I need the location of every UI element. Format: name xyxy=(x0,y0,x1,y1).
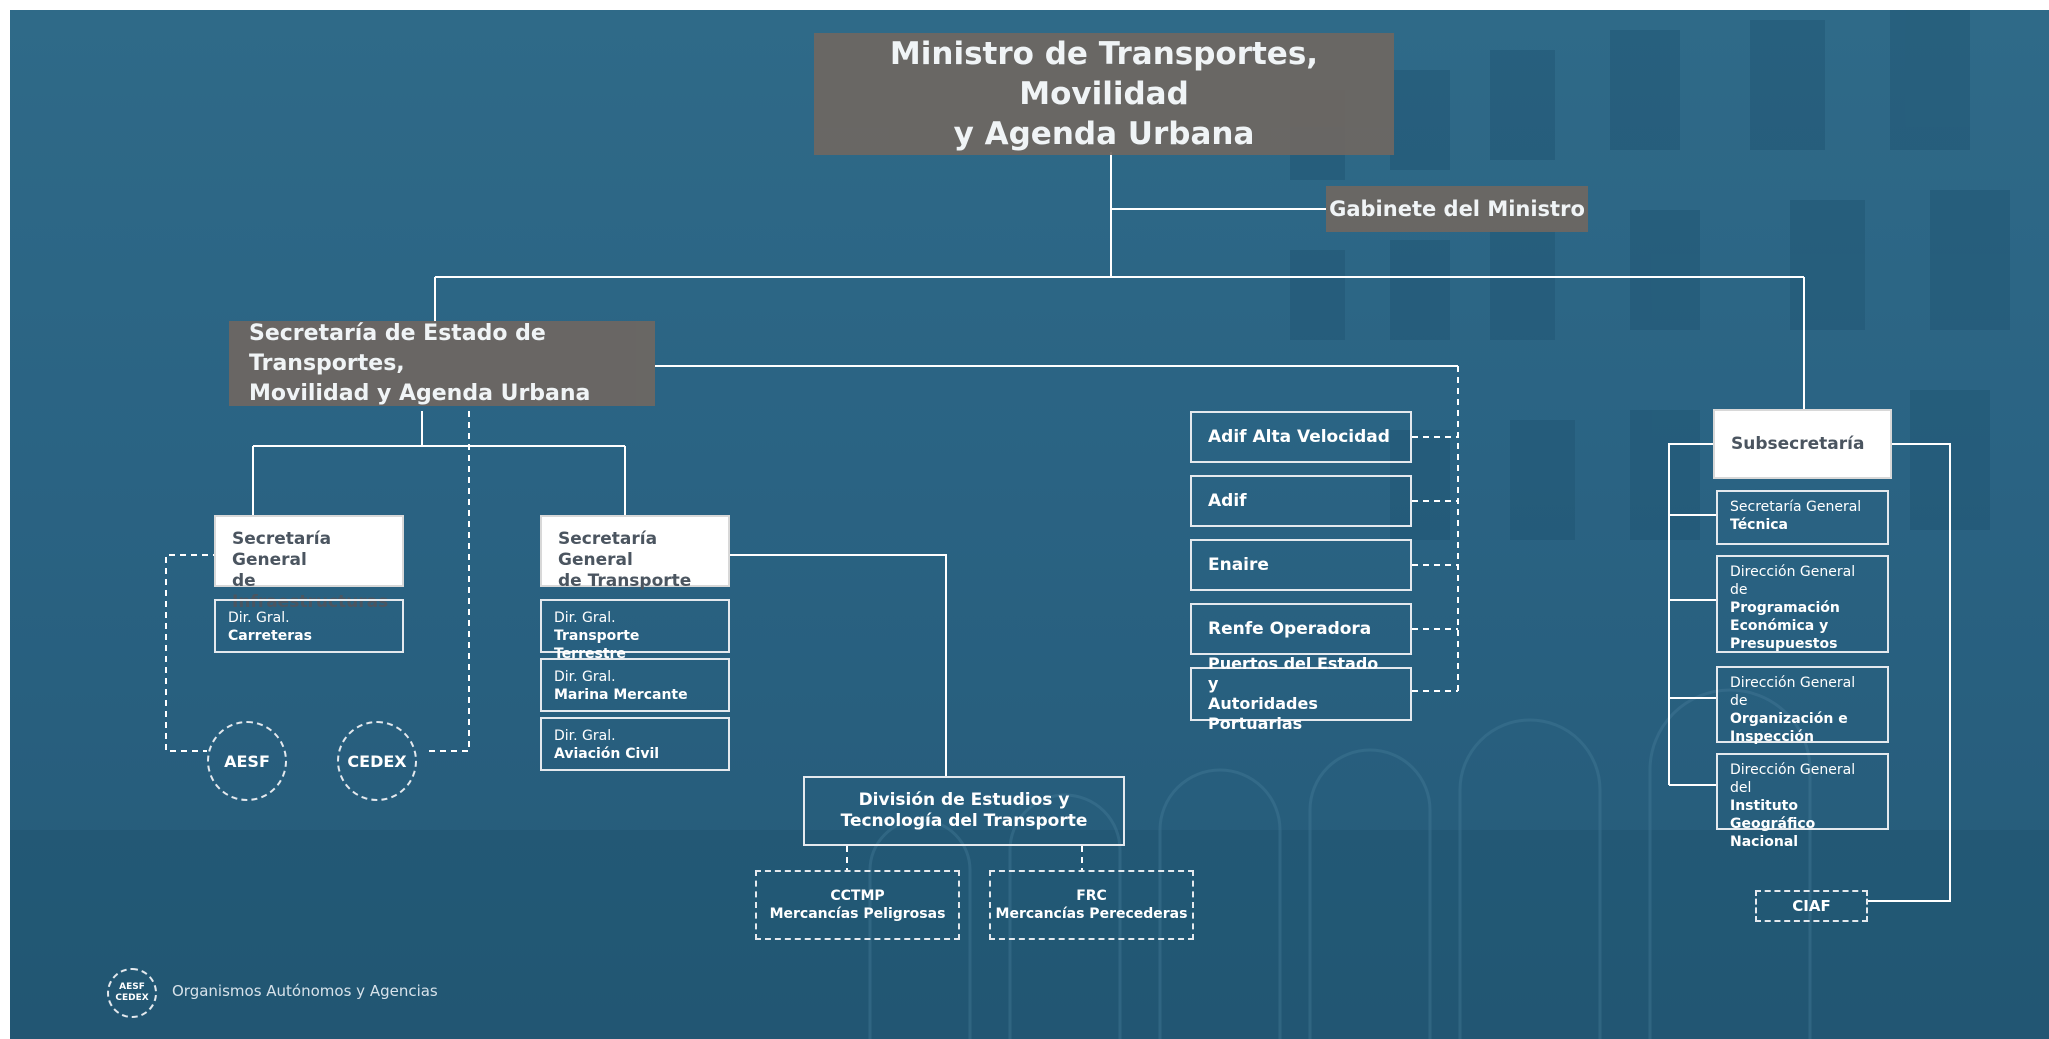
cabinet-label: Gabinete del Ministro xyxy=(1329,197,1585,221)
legend-badge: AESF CEDEX xyxy=(107,968,157,1018)
org-chart-canvas: Ministro de Transportes, Movilidad y Age… xyxy=(10,10,2049,1039)
legend-text-label: Organismos Autónomos y Agencias xyxy=(172,982,438,1000)
entity-enaire-label: Enaire xyxy=(1208,555,1269,575)
connector-lines xyxy=(165,152,1951,902)
secretary-of-state-line2: Movilidad y Agenda Urbana xyxy=(249,380,591,406)
entity-enaire-box[interactable]: Enaire xyxy=(1190,539,1412,591)
sg-transport-box[interactable]: Secretaría General de Transporte xyxy=(540,515,730,591)
ciaf-label: CIAF xyxy=(1792,897,1831,915)
dir-terrestre-box[interactable]: Dir. Gral. Transporte Terrestre xyxy=(540,599,730,662)
dg-organizacion-l2: Inspección xyxy=(1730,729,1815,745)
division-studies-line1: División de Estudios y xyxy=(858,790,1070,810)
frc-box[interactable]: FRC Mercancías Perecederas xyxy=(989,870,1194,940)
dir-carreteras-box[interactable]: Dir. Gral. Carreteras xyxy=(214,599,404,653)
cctmp-line2: Mercancías Peligrosas xyxy=(769,906,946,922)
dir-marina-name: Marina Mercante xyxy=(554,687,688,703)
dir-carreteras-prefix: Dir. Gral. xyxy=(228,610,290,626)
dg-organizacion-l1: Organización e xyxy=(1730,711,1848,727)
cedex-label: CEDEX xyxy=(347,751,407,771)
entity-adif-label: Adif xyxy=(1208,491,1247,511)
dir-marina-prefix: Dir. Gral. xyxy=(554,669,616,685)
secretary-of-state-box[interactable]: Secretaría de Estado de Transportes, Mov… xyxy=(229,321,655,406)
dg-ign-prefix: Dirección General del xyxy=(1730,762,1856,796)
dir-terrestre-prefix: Dir. Gral. xyxy=(554,610,616,626)
dg-programacion-l1: Programación xyxy=(1730,600,1840,616)
dg-organizacion-prefix: Dirección General de xyxy=(1730,675,1856,709)
cabinet-box[interactable]: Gabinete del Ministro xyxy=(1326,186,1588,232)
sg-transport-line2: de Transporte xyxy=(558,571,692,591)
sg-tecnica-prefix: Secretaría General xyxy=(1730,499,1862,515)
aesf-label: AESF xyxy=(224,751,270,771)
division-studies-box[interactable]: División de Estudios y Tecnología del Tr… xyxy=(803,776,1125,846)
entity-puertos-line2: Autoridades Portuarias xyxy=(1208,694,1318,733)
dir-carreteras-name: Carreteras xyxy=(228,628,312,644)
dg-programacion-l2: Económica y xyxy=(1730,618,1829,634)
dg-organizacion-box[interactable]: Dirección General de Organización e Insp… xyxy=(1716,666,1889,745)
frc-line1: FRC xyxy=(1076,888,1107,904)
dir-marina-box[interactable]: Dir. Gral. Marina Mercante xyxy=(540,658,730,712)
cctmp-line1: CCTMP xyxy=(830,888,885,904)
sg-infrastructures-line2: de Infraestructuras xyxy=(232,571,389,612)
dg-ign-box[interactable]: Dirección General del Instituto Geográfi… xyxy=(1716,753,1889,850)
sg-tecnica-name: Técnica xyxy=(1730,517,1788,533)
cedex-circle[interactable]: CEDEX xyxy=(337,721,417,801)
dg-ign-l1: Instituto Geográfico xyxy=(1730,798,1816,832)
division-studies-line2: Tecnología del Transporte xyxy=(840,811,1088,831)
dir-aviacion-name: Aviación Civil xyxy=(554,746,660,762)
entity-renfe-box[interactable]: Renfe Operadora xyxy=(1190,603,1412,655)
entity-puertos-line1: Puertos del Estado y xyxy=(1208,654,1379,693)
entity-puertos-box[interactable]: Puertos del Estado y Autoridades Portuar… xyxy=(1190,654,1412,733)
dir-aviacion-box[interactable]: Dir. Gral. Aviación Civil xyxy=(540,717,730,771)
legend-badge-line1: AESF xyxy=(119,982,145,992)
building-background xyxy=(10,10,2049,1039)
sg-infrastructures-line1: Secretaría General xyxy=(232,529,332,570)
ciaf-box[interactable]: CIAF xyxy=(1755,890,1868,922)
minister-title-line1: Ministro de Transportes, Movilidad xyxy=(889,36,1319,112)
dg-programacion-box[interactable]: Dirección General de Programación Económ… xyxy=(1716,555,1889,653)
entity-renfe-label: Renfe Operadora xyxy=(1208,619,1372,639)
aesf-circle[interactable]: AESF xyxy=(207,721,287,801)
entity-adif-av-box[interactable]: Adif Alta Velocidad xyxy=(1190,411,1412,463)
dg-ign-l2: Nacional xyxy=(1730,834,1799,850)
cctmp-box[interactable]: CCTMP Mercancías Peligrosas xyxy=(755,870,960,940)
minister-box[interactable]: Ministro de Transportes, Movilidad y Age… xyxy=(814,33,1394,155)
sg-tecnica-box[interactable]: Secretaría General Técnica xyxy=(1716,490,1889,545)
legend-text: Organismos Autónomos y Agencias xyxy=(172,982,438,1004)
secretary-of-state-line1: Secretaría de Estado de Transportes, xyxy=(249,320,546,376)
subsecretaria-label: Subsecretaría xyxy=(1731,433,1865,454)
entity-adif-av-label: Adif Alta Velocidad xyxy=(1208,427,1390,447)
sg-infrastructures-box[interactable]: Secretaría General de Infraestructuras xyxy=(214,515,404,612)
legend-badge-line2: CEDEX xyxy=(115,993,149,1003)
minister-title-line2: y Agenda Urbana xyxy=(953,116,1255,152)
subsecretaria-box[interactable]: Subsecretaría xyxy=(1713,409,1892,479)
dir-aviacion-prefix: Dir. Gral. xyxy=(554,728,616,744)
entity-adif-box[interactable]: Adif xyxy=(1190,475,1412,527)
frc-line2: Mercancías Perecederas xyxy=(995,906,1188,922)
sg-transport-line1: Secretaría General xyxy=(558,529,658,570)
dg-programacion-l3: Presupuestos xyxy=(1730,636,1838,652)
dg-programacion-prefix: Dirección General de xyxy=(1730,564,1856,598)
